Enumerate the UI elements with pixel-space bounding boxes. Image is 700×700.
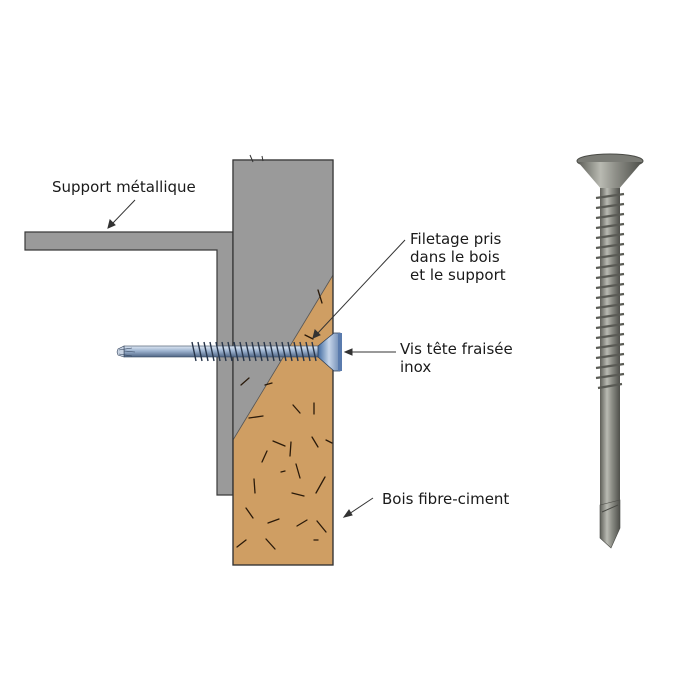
label-metal-support: Support métallique <box>52 178 196 196</box>
photo-threads <box>595 192 625 390</box>
label-screw: Vis tête fraisée inox <box>400 340 513 376</box>
metal-support <box>24 231 234 496</box>
label-wood: Bois fibre-ciment <box>382 490 510 508</box>
screw-photo <box>576 153 644 549</box>
label-thread: Filetage pris dans le bois et le support <box>410 230 506 284</box>
screw-illustration <box>116 332 342 372</box>
fiber-cement-board <box>232 154 334 566</box>
screw-threads <box>191 341 317 362</box>
leader-lines <box>107 199 406 518</box>
wood-fibers <box>236 289 333 550</box>
